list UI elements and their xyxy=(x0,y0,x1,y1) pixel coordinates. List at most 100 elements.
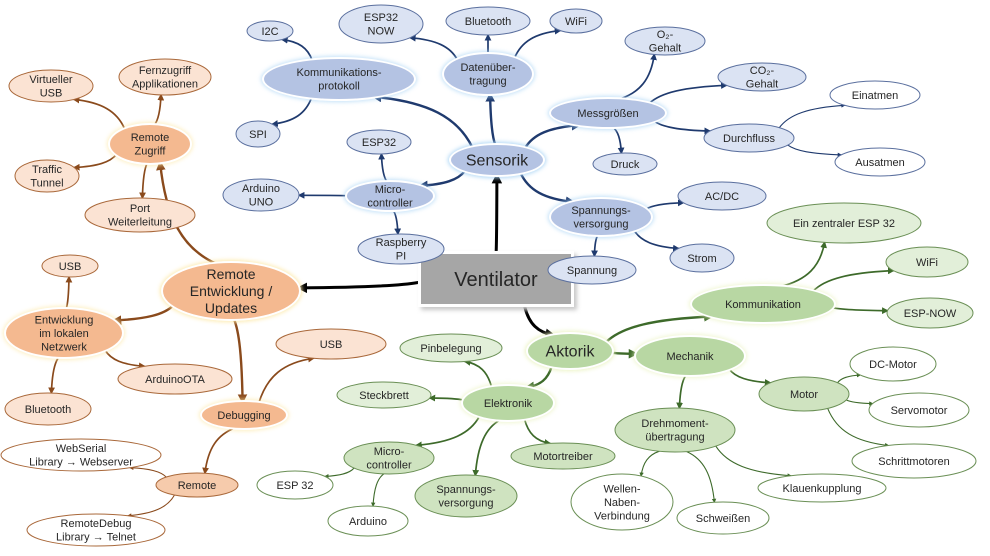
node-ventilator[interactable]: Ventilator xyxy=(418,251,577,310)
node-shape xyxy=(399,333,503,363)
node-label: Durchfluss xyxy=(723,133,775,145)
node-spv_blue[interactable]: Spannungs-versorgung xyxy=(548,196,654,238)
node-label: übertragung xyxy=(645,432,704,444)
node-label: Bluetooth xyxy=(465,16,511,28)
node-zentral_esp[interactable]: Ein zentraler ESP 32 xyxy=(766,202,922,244)
node-acdc[interactable]: AC/DC xyxy=(677,181,767,211)
node-drehmoment[interactable]: Drehmoment-übertragung xyxy=(614,407,736,453)
node-shape xyxy=(357,233,445,265)
node-shape xyxy=(246,20,294,42)
node-wellen[interactable]: Wellen-Naben-Verbindung xyxy=(570,473,674,531)
node-wifi_top[interactable]: WiFi xyxy=(549,8,603,34)
node-shape xyxy=(118,58,212,96)
node-o2[interactable]: O₂-Gehalt xyxy=(624,26,706,56)
node-remote_dbg[interactable]: Remote xyxy=(155,472,239,498)
node-label: Messgrößen xyxy=(577,108,638,120)
node-motortreiber[interactable]: Motortreiber xyxy=(510,442,616,470)
node-i2c[interactable]: I2C xyxy=(246,20,294,42)
edge-elektronik-to-spv_green xyxy=(472,418,502,477)
nodes-layer: Ventilator Sensorik Kommunikations-protoko… xyxy=(0,4,977,547)
node-shape xyxy=(624,26,706,56)
node-einatmen[interactable]: Einatmen xyxy=(829,80,921,110)
edge-mc_blue-to-esp32_blue xyxy=(378,152,389,183)
node-aktorik[interactable]: Aktorik xyxy=(525,331,615,371)
edge-kommprot-to-spi xyxy=(271,96,313,127)
edge-elektronik-to-steckbrett xyxy=(428,394,465,402)
node-esp32_blue[interactable]: ESP32 xyxy=(346,129,412,155)
edge-mc_green-to-arduino_green xyxy=(371,473,385,507)
node-shape xyxy=(343,441,435,475)
node-label: ESP32 xyxy=(362,137,396,149)
node-bt_top[interactable]: Bluetooth xyxy=(445,6,531,36)
node-mechanik[interactable]: Mechanik xyxy=(633,334,747,378)
node-shape xyxy=(256,470,334,500)
node-kommunikation[interactable]: Kommunikation xyxy=(689,283,837,325)
node-druck[interactable]: Druck xyxy=(592,152,658,176)
edge-sensorik-to-kommprot xyxy=(371,92,474,149)
edge-remote_zug-to-fernzugriff xyxy=(153,93,165,126)
node-usb_left[interactable]: USB xyxy=(41,254,99,278)
node-shape xyxy=(703,123,795,153)
node-elektronik[interactable]: Elektronik xyxy=(460,383,556,423)
node-strom[interactable]: Strom xyxy=(669,243,735,273)
node-label: AC/DC xyxy=(705,191,739,203)
node-label: Ventilator xyxy=(454,269,538,291)
node-usb_debug[interactable]: USB xyxy=(275,328,387,360)
node-dcmotor[interactable]: DC-Motor xyxy=(849,346,937,382)
node-arduino_green[interactable]: Arduino xyxy=(327,505,409,537)
node-shape xyxy=(528,334,612,368)
node-schweissen[interactable]: Schweißen xyxy=(676,501,770,535)
node-ausatmen[interactable]: Ausatmen xyxy=(834,147,926,177)
edge-elektronik-to-motortreiber xyxy=(523,417,552,446)
node-mc_blue[interactable]: Micro-controller xyxy=(344,179,436,213)
node-servo[interactable]: Servomotor xyxy=(868,392,970,428)
node-co2[interactable]: CO₂-Gehalt xyxy=(717,62,807,92)
node-pinbelegung[interactable]: Pinbelegung xyxy=(399,333,503,363)
edge-datenueb-to-esp32now xyxy=(408,34,459,61)
node-durchfluss[interactable]: Durchfluss xyxy=(703,123,795,153)
node-label: WiFi xyxy=(916,257,938,269)
node-esp32_green[interactable]: ESP 32 xyxy=(256,470,334,500)
node-kommprot[interactable]: Kommunikations-protokoll xyxy=(261,56,417,102)
node-arduino_ota[interactable]: ArduinoOTA xyxy=(117,363,233,395)
node-debugging[interactable]: Debugging xyxy=(199,399,289,431)
node-spi[interactable]: SPI xyxy=(235,120,281,148)
node-shape xyxy=(275,328,387,360)
node-messgr[interactable]: Messgrößen xyxy=(548,96,668,130)
edge-remote_zug-to-traffic xyxy=(72,153,118,171)
node-schritt[interactable]: Schrittmotoren xyxy=(851,443,977,479)
node-shape xyxy=(264,59,414,99)
node-shape xyxy=(677,181,767,211)
edge-remote_ent-to-ent_lokal xyxy=(111,304,175,325)
node-spannung[interactable]: Spannung xyxy=(547,255,637,285)
node-klauen[interactable]: Klauenkupplung xyxy=(757,473,887,503)
node-shape xyxy=(757,473,887,503)
node-label: Kommunikations- xyxy=(297,67,382,79)
node-steckbrett[interactable]: Steckbrett xyxy=(336,381,432,409)
node-sensorik[interactable]: Sensorik xyxy=(448,142,546,178)
node-wifi_green[interactable]: WiFi xyxy=(885,246,969,278)
node-shape xyxy=(155,472,239,498)
node-datenueb[interactable]: Datenüber-tragung xyxy=(441,51,535,97)
node-label: RemoteDebug xyxy=(61,518,132,530)
node-bt_left[interactable]: Bluetooth xyxy=(4,392,92,426)
node-espnow[interactable]: ESP-NOW xyxy=(886,297,974,329)
node-label: Sensorik xyxy=(466,153,529,170)
node-label: USB xyxy=(320,339,343,351)
node-label: Library → Telnet xyxy=(56,532,136,544)
node-motor[interactable]: Motor xyxy=(758,376,850,412)
node-mc_green[interactable]: Micro-controller xyxy=(343,441,435,475)
node-spv_green[interactable]: Spannungs-versorgung xyxy=(414,474,518,518)
